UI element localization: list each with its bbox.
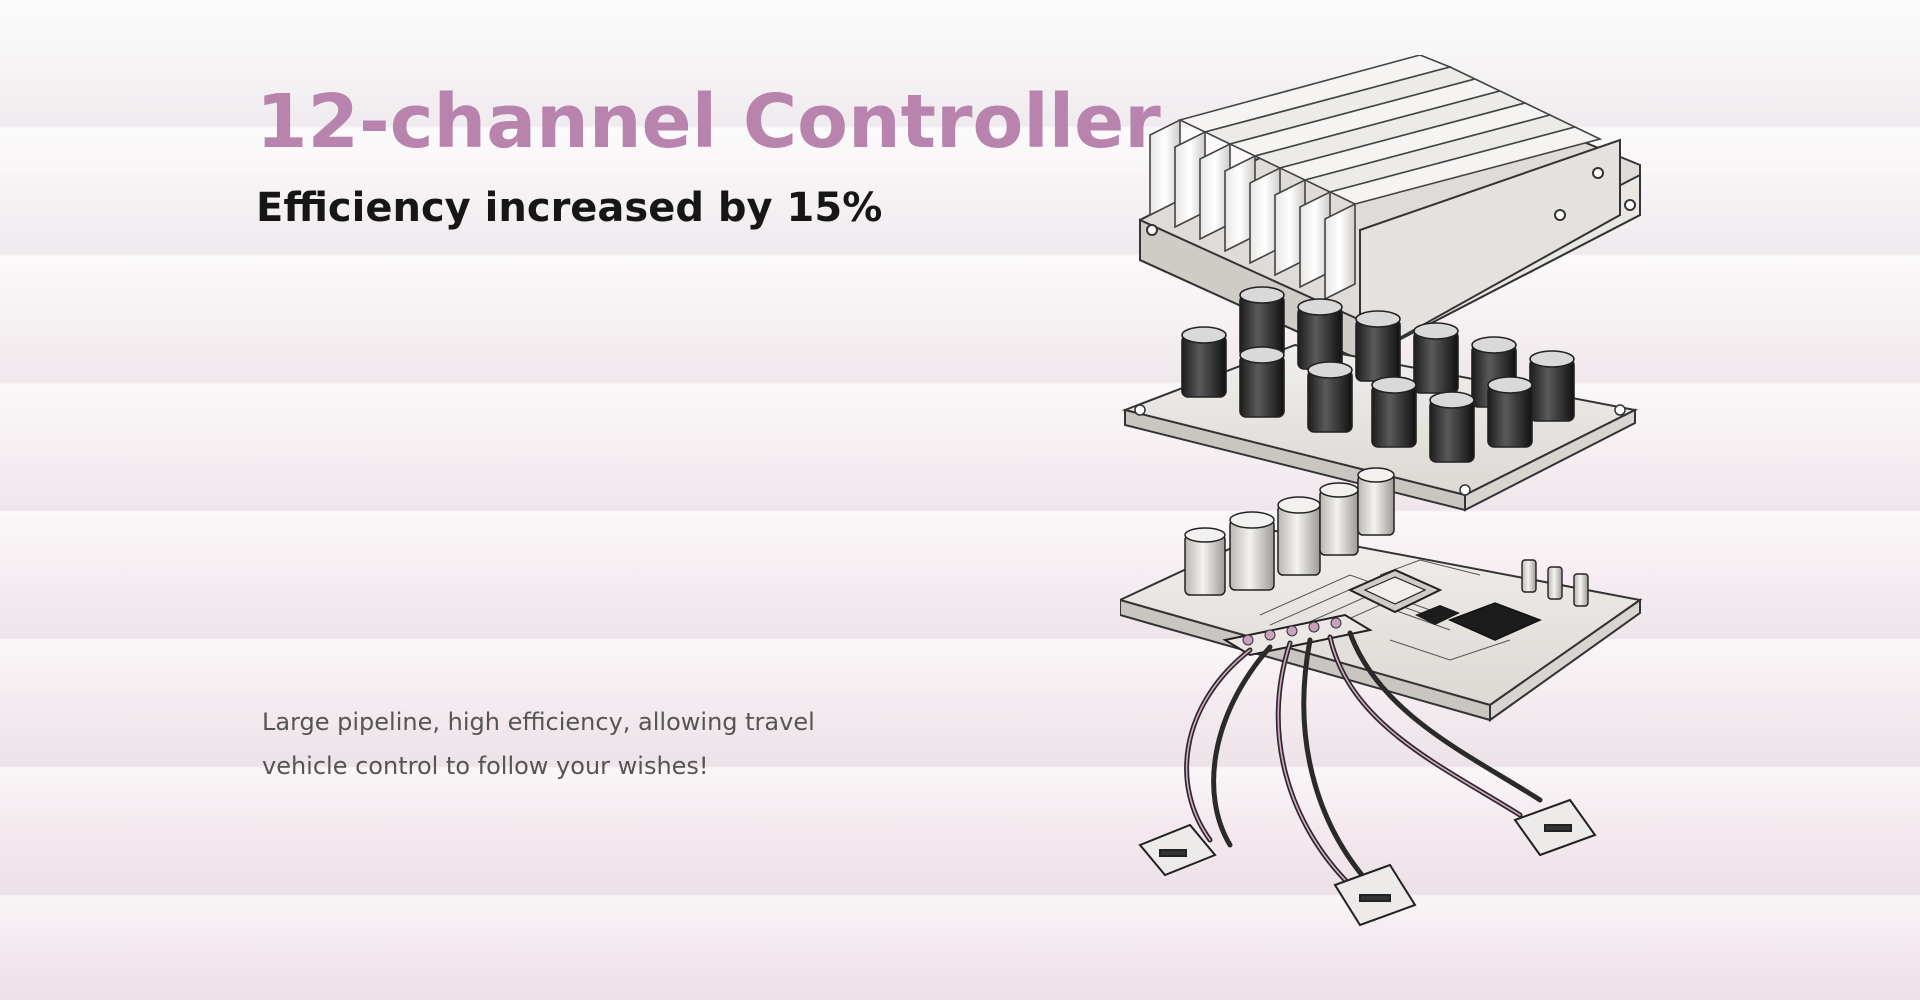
hero-text: 12-channel Controller Efficiency increas… bbox=[256, 79, 1161, 232]
page-title: 12-channel Controller bbox=[256, 79, 1161, 165]
product-description: Large pipeline, high efficiency, allowin… bbox=[262, 700, 862, 788]
page-subtitle: Efficiency increased by 15% bbox=[256, 185, 883, 232]
exploded-controller-icon bbox=[1120, 55, 1643, 927]
connector-plugs bbox=[1138, 798, 1597, 927]
exploded-controller-illustration bbox=[1120, 55, 1680, 955]
wiring-harness-highlight bbox=[1185, 636, 1521, 886]
logic-board bbox=[1120, 467, 1643, 722]
description-line-1: Large pipeline, high efficiency, allowin… bbox=[262, 708, 815, 736]
description-line-2: vehicle control to follow your wishes! bbox=[262, 752, 709, 780]
